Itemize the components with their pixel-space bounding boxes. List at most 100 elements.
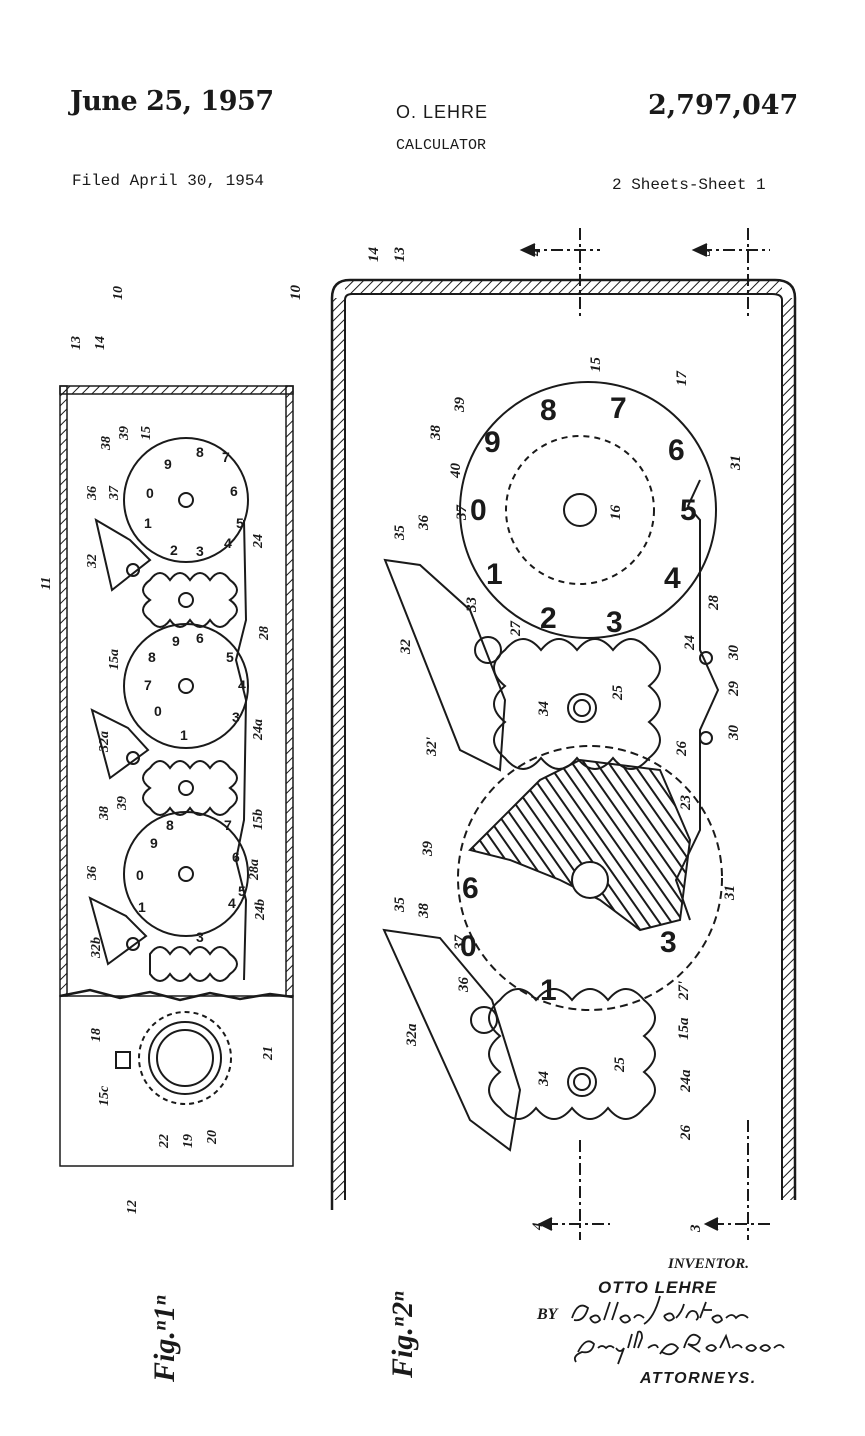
svg-text:3: 3 (196, 929, 204, 945)
svg-text:8: 8 (540, 394, 557, 427)
fig1-pawl-32b (88, 896, 148, 966)
svg-text:5: 5 (236, 515, 244, 531)
svg-text:2: 2 (170, 542, 178, 558)
svg-text:15c: 15c (97, 1085, 112, 1106)
svg-text:32: 32 (85, 554, 100, 569)
svg-text:37: 37 (452, 935, 468, 952)
svg-text:6: 6 (196, 630, 204, 646)
svg-text:3: 3 (606, 606, 623, 639)
svg-text:40: 40 (448, 463, 464, 480)
svg-text:15: 15 (588, 357, 604, 373)
svg-text:4: 4 (528, 248, 544, 257)
fig2-dial-15 (459, 381, 717, 639)
svg-text:38: 38 (416, 903, 432, 920)
section-line-3-top (700, 228, 770, 320)
figure-2 (330, 228, 797, 1240)
svg-text:36: 36 (416, 515, 432, 532)
fig2-dial-15a (457, 745, 723, 1011)
svg-text:32: 32 (398, 639, 414, 656)
svg-text:19: 19 (181, 1134, 196, 1148)
svg-text:31: 31 (728, 455, 744, 471)
fig1-gear-24b (149, 946, 238, 982)
svg-text:3: 3 (698, 248, 714, 257)
svg-text:15a: 15a (107, 649, 122, 670)
svg-text:25: 25 (612, 1057, 628, 1074)
fig2-dial-cutaway (468, 758, 692, 932)
svg-text:8: 8 (196, 444, 204, 460)
svg-text:13: 13 (69, 336, 84, 350)
svg-text:29: 29 (726, 681, 742, 698)
svg-text:5: 5 (226, 649, 234, 665)
fig1-casing-top (59, 385, 294, 395)
svg-text:36: 36 (85, 486, 100, 501)
svg-text:38: 38 (99, 436, 114, 451)
svg-text:0: 0 (146, 485, 154, 501)
svg-text:36: 36 (456, 977, 472, 994)
svg-text:22: 22 (157, 1134, 172, 1149)
fig1-dial-15c (138, 1011, 232, 1105)
svg-text:15b: 15b (251, 809, 266, 830)
svg-text:26: 26 (678, 1125, 694, 1142)
inventor-name: OTTO LEHRE (598, 1278, 718, 1297)
svg-text:31: 31 (722, 885, 738, 901)
by-label: BY (537, 1306, 558, 1323)
section-line-4-bottom (546, 1140, 610, 1240)
svg-text:32a: 32a (404, 1023, 420, 1047)
svg-text:5: 5 (238, 883, 246, 899)
fig1-spring-28 (234, 519, 248, 981)
fig1-gear-24 (142, 572, 238, 628)
fig1-gear-24a (142, 760, 238, 816)
svg-text:3: 3 (196, 543, 204, 559)
section-line-4-top (528, 228, 600, 320)
svg-text:24: 24 (682, 635, 698, 652)
svg-text:27': 27' (676, 981, 692, 1001)
svg-text:28: 28 (257, 626, 272, 641)
sheet-count: 2 Sheets-Sheet 1 (612, 176, 766, 194)
svg-text:16: 16 (608, 505, 624, 521)
svg-text:9: 9 (150, 835, 158, 851)
svg-text:28: 28 (706, 595, 722, 612)
svg-text:37: 37 (107, 485, 122, 501)
svg-text:25: 25 (610, 685, 626, 702)
svg-text:12: 12 (125, 1200, 140, 1214)
svg-text:0: 0 (136, 867, 144, 883)
svg-text:1: 1 (540, 974, 557, 1007)
svg-text:28a: 28a (247, 859, 262, 881)
fig2-pawl-32 (383, 558, 507, 772)
fig1-casing-wall-left (59, 385, 68, 997)
svg-text:39: 39 (117, 426, 132, 441)
patent-number: 2,797,047 (648, 90, 799, 121)
svg-text:23: 23 (678, 795, 694, 812)
patent-title: CALCULATOR (396, 137, 487, 154)
svg-text:20: 20 (205, 1130, 220, 1145)
section-line-3-bottom (712, 1120, 770, 1240)
svg-text:7: 7 (224, 817, 232, 833)
svg-text:35: 35 (392, 897, 408, 914)
svg-text:7: 7 (144, 677, 152, 693)
fig1-casing-wall-right (285, 385, 294, 997)
svg-text:26: 26 (674, 741, 690, 758)
fig2-wall-top (345, 280, 782, 294)
svg-text:0: 0 (460, 930, 477, 963)
fig1-break-line (59, 988, 294, 1002)
svg-text:10: 10 (111, 286, 126, 300)
svg-text:8: 8 (166, 817, 174, 833)
svg-text:10: 10 (288, 285, 304, 301)
fig1-pawl-32a (90, 708, 150, 780)
svg-text:32': 32' (424, 737, 440, 757)
svg-text:6: 6 (462, 872, 479, 905)
svg-text:17: 17 (674, 371, 690, 387)
svg-text:34: 34 (536, 701, 552, 718)
svg-text:3: 3 (660, 926, 677, 959)
fig1-lower-panel (59, 995, 294, 1167)
svg-text:30: 30 (726, 645, 742, 662)
svg-text:14: 14 (366, 247, 382, 263)
svg-text:4: 4 (238, 677, 246, 693)
svg-text:15: 15 (139, 426, 154, 440)
svg-text:24a: 24a (251, 719, 266, 741)
svg-text:32a: 32a (97, 731, 112, 753)
svg-text:32b: 32b (89, 937, 104, 959)
svg-text:38: 38 (97, 806, 112, 821)
svg-text:6: 6 (230, 483, 238, 499)
